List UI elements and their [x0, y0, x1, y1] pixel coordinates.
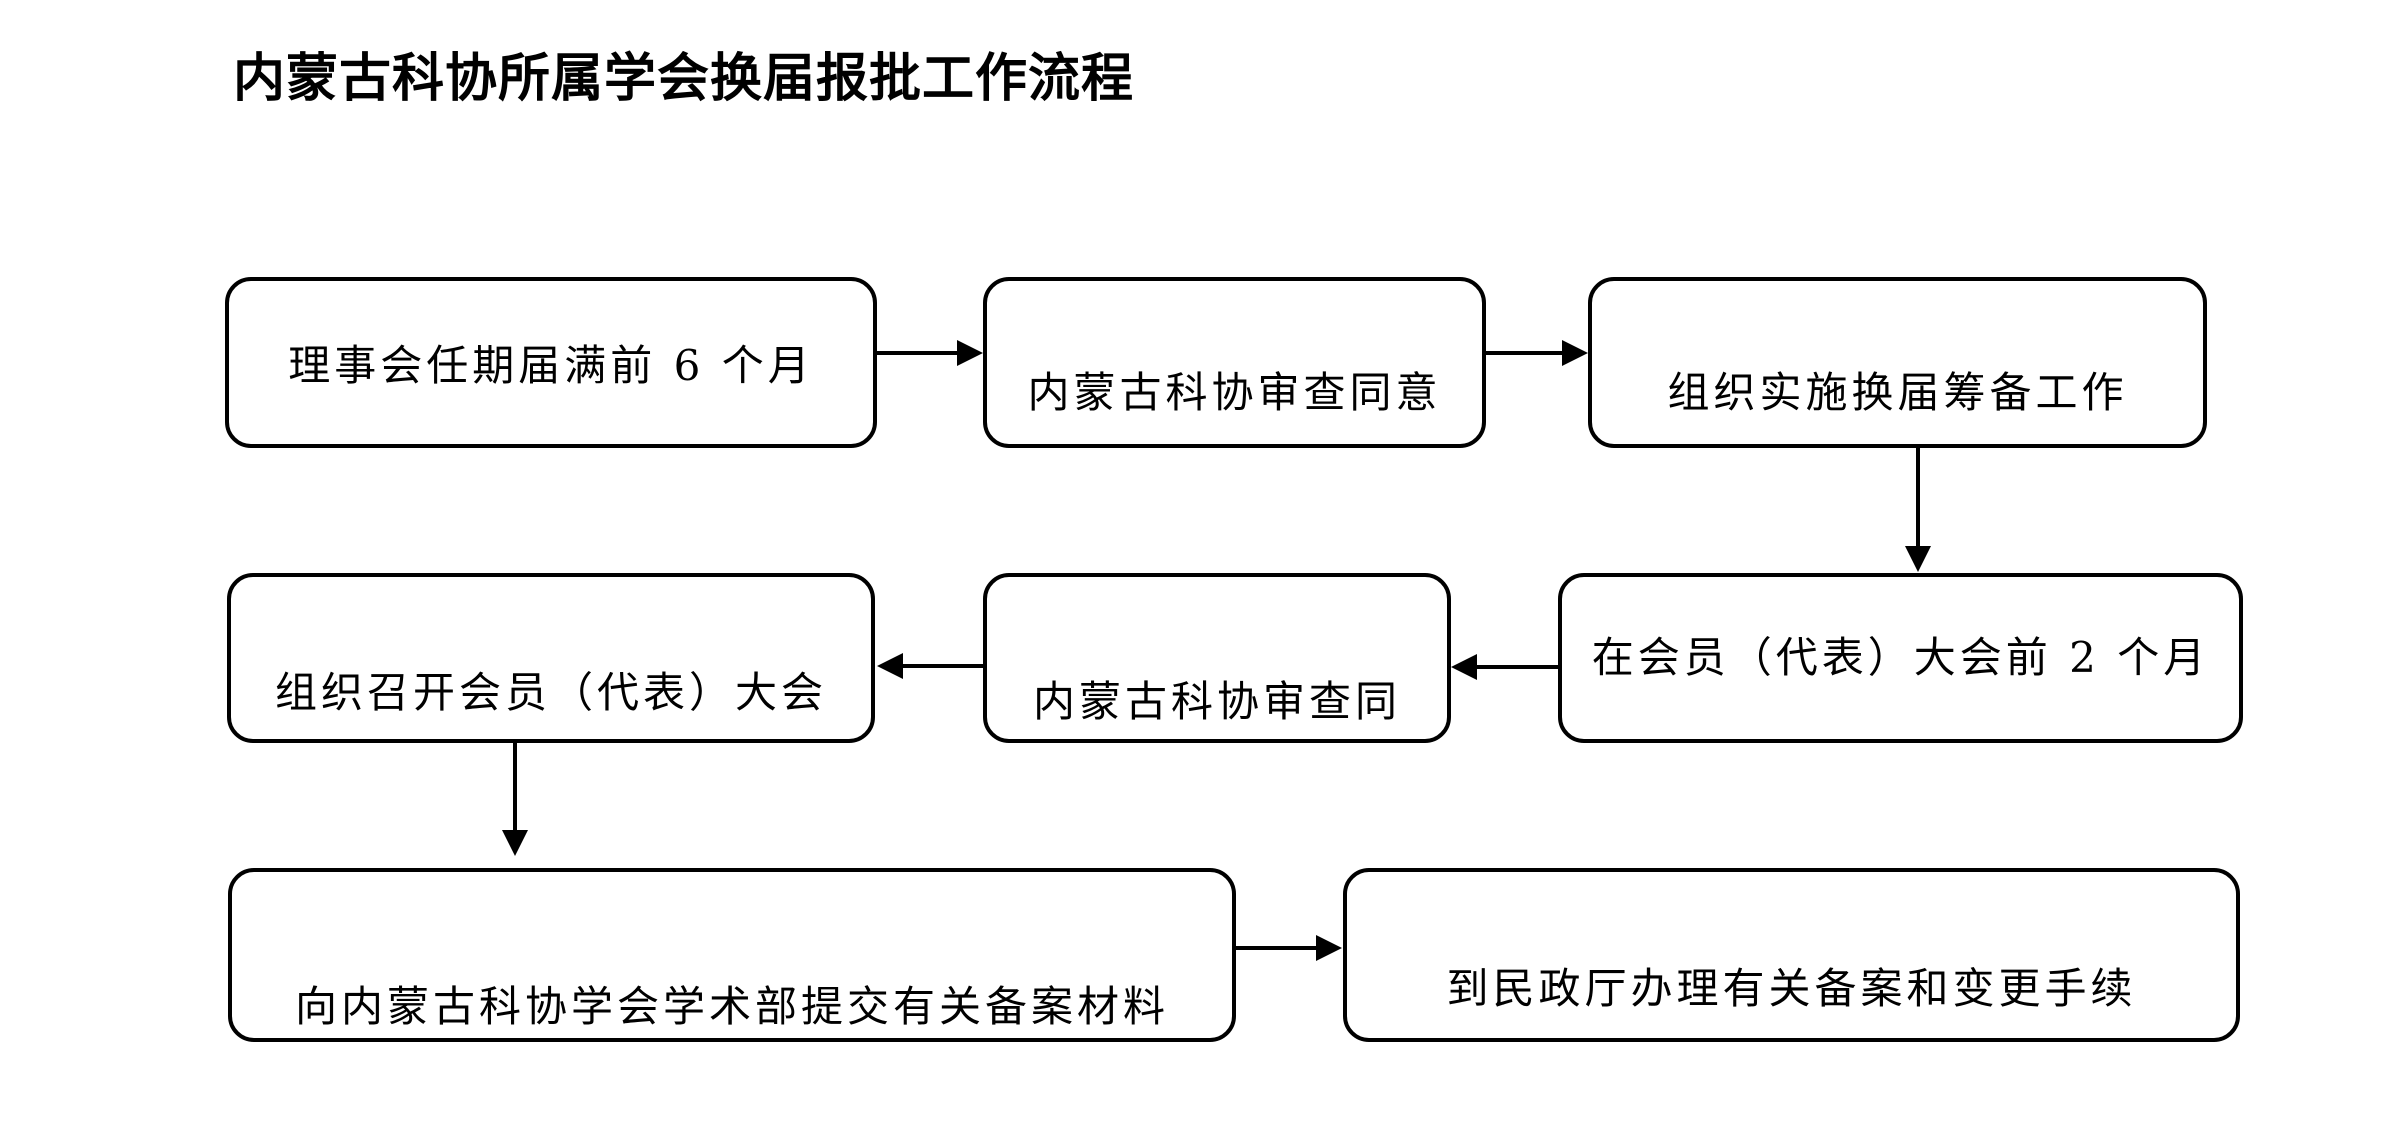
flow-node-prepare-work: 组织实施换届筹备工作 — [1588, 277, 2207, 448]
flow-node-label: 组织实施换届筹备工作 — [1667, 368, 2128, 417]
flow-node-before-congress: 在会员（代表）大会前 2 个月 — [1558, 573, 2243, 743]
flow-node-label: 内蒙古科协审查同意 — [1027, 368, 1442, 417]
arrowhead-left-icon — [1451, 654, 1477, 680]
flow-node-label: 向内蒙古科协学会学术部提交有关备案材料 — [294, 981, 1169, 1031]
page-title: 内蒙古科协所属学会换届报批工作流程 — [233, 48, 1135, 109]
flow-node-label: 理事会任期届满前 6 个月 — [288, 341, 814, 390]
arrow-line-step2-step3 — [1486, 351, 1564, 355]
flow-node-label: 在会员（代表）大会前 2 个月 — [1591, 632, 2210, 682]
arrowhead-down-icon — [502, 830, 528, 856]
arrow-line-step5-step6 — [901, 664, 983, 668]
flow-node-hold-congress: 组织召开会员（代表）大会 — [227, 573, 875, 743]
flow-node-review-approve: 内蒙古科协审查同意 — [983, 277, 1486, 448]
arrow-line-step3-step4 — [1916, 448, 1920, 548]
arrow-line-step4-step5 — [1475, 665, 1558, 669]
flow-node-civil-affairs: 到民政厅办理有关备案和变更手续 — [1343, 868, 2240, 1042]
flow-node-review-2: 内蒙古科协审查同 — [983, 573, 1451, 743]
flow-node-label: 组织召开会员（代表）大会 — [274, 667, 827, 717]
flow-node-label: 到民政厅办理有关备案和变更手续 — [1446, 963, 2137, 1013]
arrowhead-left-icon — [877, 653, 903, 679]
flow-node-term-expiry: 理事会任期届满前 6 个月 — [225, 277, 877, 448]
arrowhead-right-icon — [957, 340, 983, 366]
arrow-line-step7-step8 — [1236, 946, 1318, 950]
arrow-line-step1-step2 — [877, 351, 959, 355]
flow-node-submit-materials: 向内蒙古科协学会学术部提交有关备案材料 — [228, 868, 1236, 1042]
flow-node-label: 内蒙古科协审查同 — [1032, 676, 1401, 726]
arrowhead-down-icon — [1905, 546, 1931, 572]
arrowhead-right-icon — [1562, 340, 1588, 366]
arrow-line-step6-step7 — [513, 743, 517, 832]
arrowhead-right-icon — [1316, 935, 1342, 961]
